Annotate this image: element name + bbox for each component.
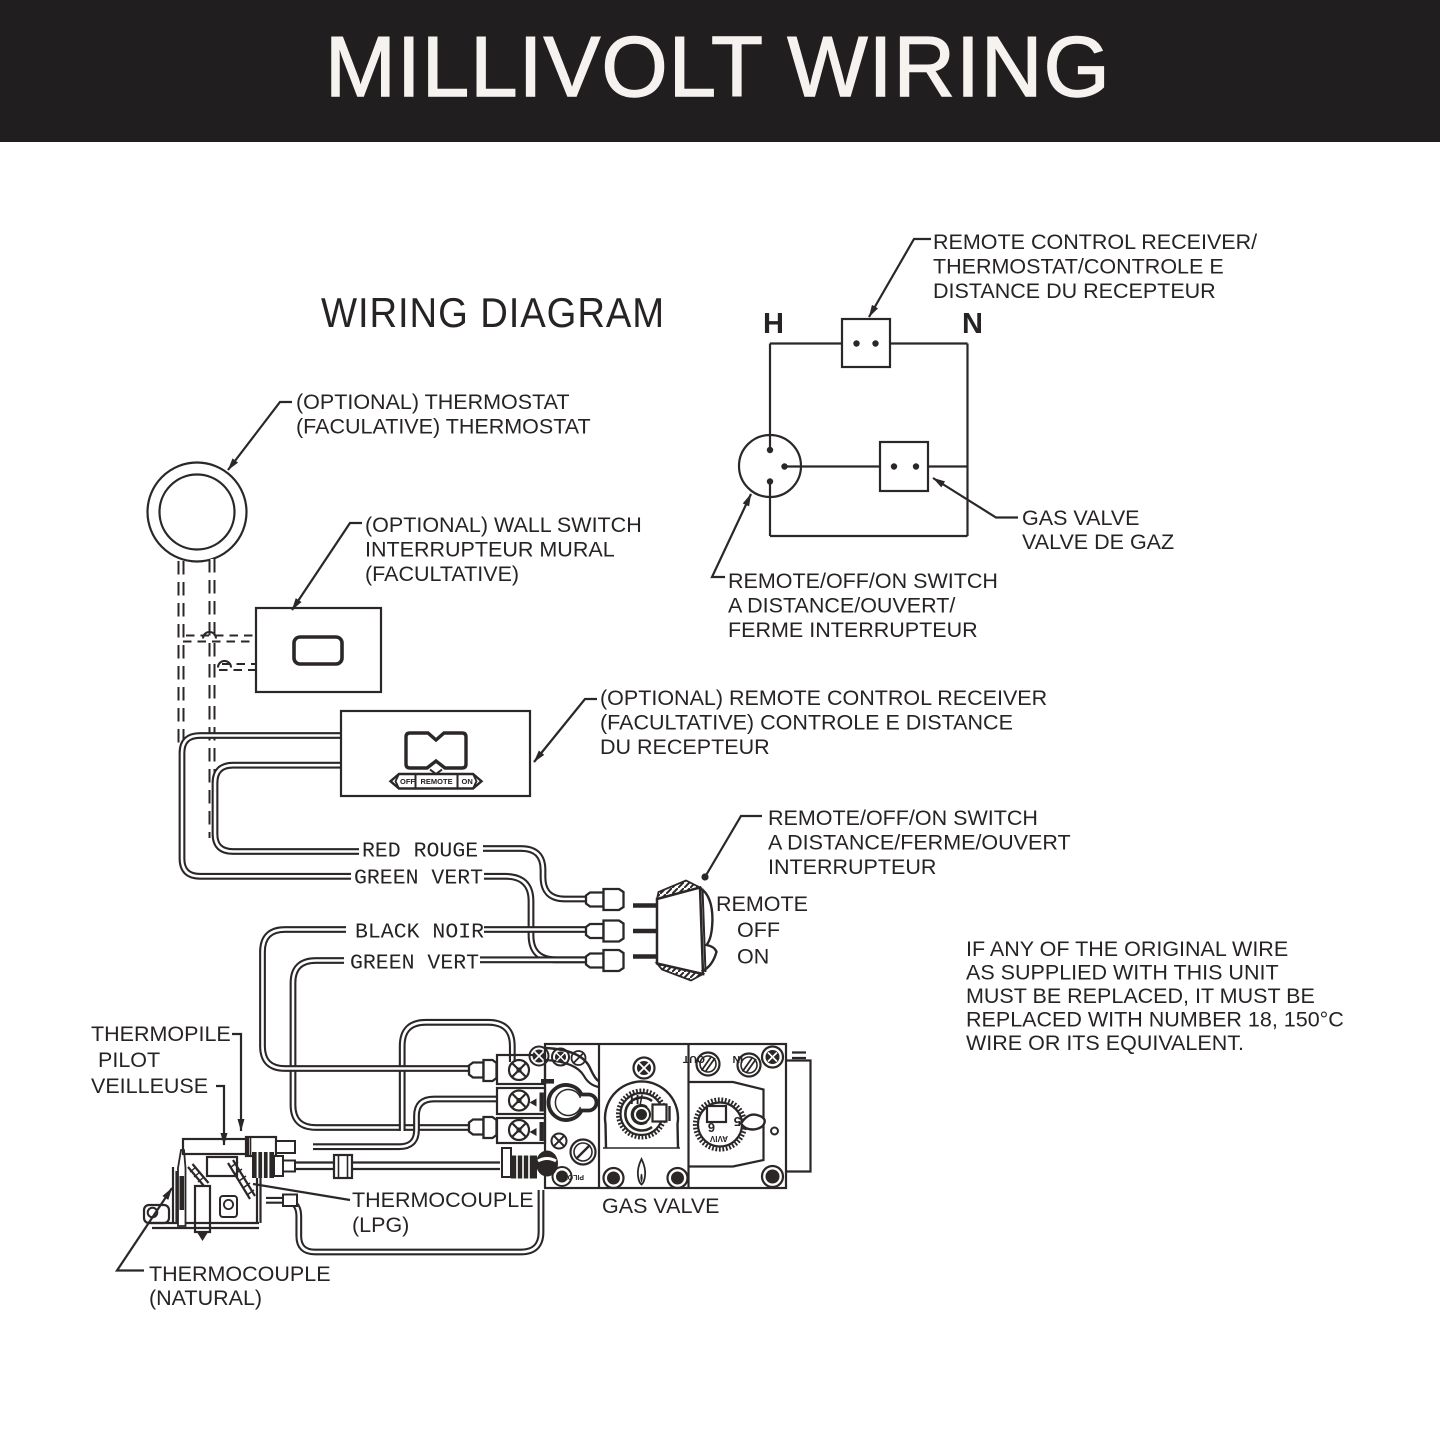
svg-text:WIRING DIAGRAM: WIRING DIAGRAM — [321, 289, 665, 336]
svg-text:AS SUPPLIED WITH THIS UNIT: AS SUPPLIED WITH THIS UNIT — [966, 961, 1279, 985]
svg-text:INTERRUPTEUR: INTERRUPTEUR — [768, 855, 936, 879]
svg-text:REMOTE CONTROL RECEIVER/: REMOTE CONTROL RECEIVER/ — [933, 230, 1257, 254]
svg-text:OFF: OFF — [400, 777, 415, 786]
svg-text:A DISTANCE/FERME/OUVERT: A DISTANCE/FERME/OUVERT — [768, 831, 1071, 855]
svg-text:DISTANCE DU RECEPTEUR: DISTANCE DU RECEPTEUR — [933, 279, 1216, 303]
svg-text:THERMOCOUPLE: THERMOCOUPLE — [352, 1188, 534, 1212]
svg-text:GREEN VERT: GREEN VERT — [354, 867, 483, 891]
svg-text:H: H — [763, 308, 784, 340]
svg-text:VALVE DE GAZ: VALVE DE GAZ — [1022, 530, 1174, 554]
svg-text:OUT: OUT — [682, 1053, 705, 1065]
svg-text:(OPTIONAL) THERMOSTAT: (OPTIONAL) THERMOSTAT — [296, 390, 570, 414]
svg-text:(LPG): (LPG) — [352, 1213, 409, 1237]
svg-text:THERMOCOUPLE: THERMOCOUPLE — [149, 1262, 331, 1286]
svg-text:ON: ON — [462, 777, 473, 786]
svg-text:(FACULTATIVE) CONTROLE E DISTA: (FACULTATIVE) CONTROLE E DISTANCE — [600, 711, 1013, 735]
svg-text:REMOTE: REMOTE — [716, 892, 808, 916]
svg-text:MUST BE REPLACED, IT MUST BE: MUST BE REPLACED, IT MUST BE — [966, 984, 1315, 1008]
svg-text:H/: H/ — [630, 1092, 643, 1107]
svg-text:THERMOSTAT/CONTROLE E: THERMOSTAT/CONTROLE E — [933, 255, 1224, 279]
svg-text:BLACK NOIR: BLACK NOIR — [355, 921, 484, 945]
svg-text:GREEN VERT: GREEN VERT — [350, 952, 479, 976]
svg-text:(OPTIONAL) REMOTE CONTROL RECE: (OPTIONAL) REMOTE CONTROL RECEIVER — [600, 686, 1047, 710]
svg-text:VEILLEUSE: VEILLEUSE — [91, 1074, 208, 1098]
svg-text:IN: IN — [733, 1053, 744, 1065]
svg-text:PILOT: PILOT — [563, 1173, 584, 1180]
svg-text:DU RECEPTEUR: DU RECEPTEUR — [600, 735, 770, 759]
svg-text:ON: ON — [737, 945, 769, 969]
svg-text:INTERRUPTEUR MURAL: INTERRUPTEUR MURAL — [365, 538, 615, 562]
svg-text:REMOTE: REMOTE — [421, 777, 453, 786]
svg-text:OFF: OFF — [737, 918, 780, 942]
svg-text:(OPTIONAL) WALL SWITCH: (OPTIONAL) WALL SWITCH — [365, 513, 642, 537]
svg-text:(NATURAL): (NATURAL) — [149, 1286, 262, 1310]
svg-text:A DISTANCE/OUVERT/: A DISTANCE/OUVERT/ — [728, 594, 955, 618]
svg-text:REMOTE/OFF/ON SWITCH: REMOTE/OFF/ON SWITCH — [768, 806, 1038, 830]
svg-text:(FACULTATIVE): (FACULTATIVE) — [365, 562, 519, 586]
svg-text:RED ROUGE: RED ROUGE — [362, 840, 478, 864]
svg-text:GAS VALVE: GAS VALVE — [1022, 506, 1140, 530]
svg-text:FERME INTERRUPTEUR: FERME INTERRUPTEUR — [728, 618, 978, 642]
svg-text:PILOT: PILOT — [98, 1048, 160, 1072]
svg-text:GAS VALVE: GAS VALVE — [602, 1194, 720, 1218]
svg-text:REPLACED WITH NUMBER 18, 150°C: REPLACED WITH NUMBER 18, 150°C — [966, 1008, 1344, 1032]
svg-text:MILLIVOLT WIRING: MILLIVOLT WIRING — [325, 20, 1111, 115]
svg-text:5: 5 — [734, 1114, 741, 1129]
svg-text:AVIV: AVIV — [709, 1134, 728, 1143]
svg-text:WIRE OR ITS EQUIVALENT.: WIRE OR ITS EQUIVALENT. — [966, 1031, 1244, 1055]
svg-text:N: N — [962, 308, 983, 340]
svg-text:6: 6 — [708, 1120, 715, 1135]
svg-text:REMOTE/OFF/ON SWITCH: REMOTE/OFF/ON SWITCH — [728, 569, 998, 593]
svg-text:IF ANY OF THE ORIGINAL WIRE: IF ANY OF THE ORIGINAL WIRE — [966, 937, 1288, 961]
svg-text:THERMOPILE: THERMOPILE — [91, 1022, 231, 1046]
svg-text:(FACULATIVE) THERMOSTAT: (FACULATIVE) THERMOSTAT — [296, 415, 591, 439]
